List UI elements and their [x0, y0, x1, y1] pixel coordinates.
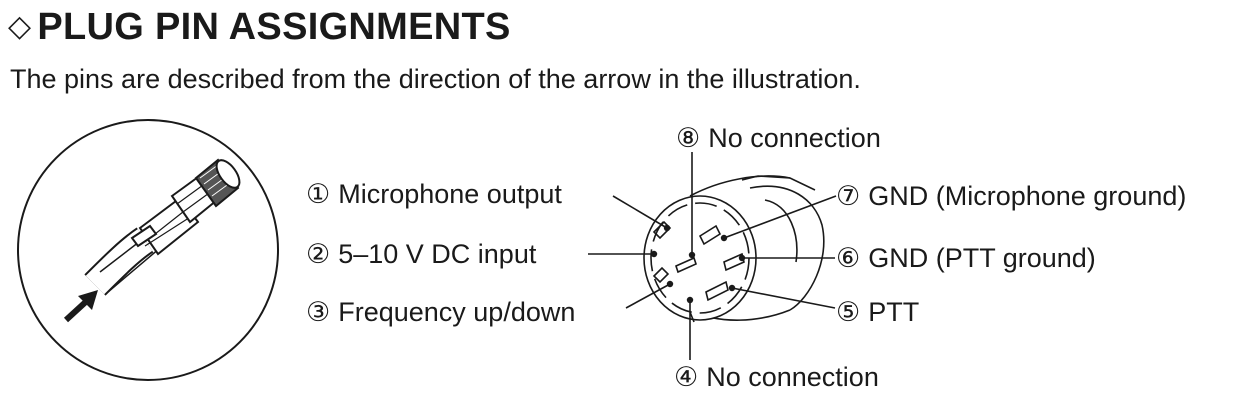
view-direction-arrow-icon: [63, 290, 98, 323]
plug-illustration: [17, 119, 279, 381]
pin-2-label: ② 5–10 V DC input: [306, 239, 537, 269]
pin-1-label: ① Microphone output: [306, 179, 562, 209]
pin-4-label: ④ No connection: [674, 362, 879, 392]
pin-5-label: ⑤ PTT: [836, 297, 919, 327]
pin-label: No connection: [708, 123, 881, 153]
pin-number: ⑥: [836, 243, 860, 273]
title-text: PLUG PIN ASSIGNMENTS: [37, 6, 511, 48]
pin-dots: [650, 224, 746, 304]
leader-lines: [588, 152, 837, 360]
pin-label: PTT: [868, 297, 919, 327]
pin-number: ⑧: [676, 123, 700, 153]
pin-8-label: ⑧ No connection: [676, 123, 881, 153]
pin-number: ③: [306, 297, 330, 327]
pin-number: ⑦: [836, 181, 860, 211]
pin-7-label: ⑦ GND (Microphone ground): [836, 181, 1186, 211]
pin-number: ⑤: [836, 297, 860, 327]
page-title: ◇PLUG PIN ASSIGNMENTS: [8, 6, 511, 49]
pin-number: ①: [306, 179, 330, 209]
pin-label: Frequency up/down: [338, 297, 575, 327]
pin-6-label: ⑥ GND (PTT ground): [836, 243, 1096, 273]
svg-text:④No connection: ④ No connection: [674, 362, 879, 392]
pin-label: GND (PTT ground): [868, 243, 1096, 273]
connector-face-illustration: [643, 175, 825, 323]
pin-label: No connection: [706, 362, 879, 392]
pin-label: 5–10 V DC input: [338, 239, 537, 269]
svg-text:②5–10 V DC input: ② 5–10 V DC input: [306, 239, 537, 269]
pin-number: ②: [306, 239, 330, 269]
svg-text:⑧No connection: ⑧ No connection: [676, 123, 881, 153]
pin-number: ④: [674, 362, 698, 392]
description-text: The pins are described from the directio…: [10, 64, 861, 94]
pin-3-label: ③ Frequency up/down: [306, 297, 575, 327]
diamond-icon: ◇: [8, 10, 32, 43]
pin-label: Microphone output: [338, 179, 562, 209]
pin-label: GND (Microphone ground): [868, 181, 1186, 211]
